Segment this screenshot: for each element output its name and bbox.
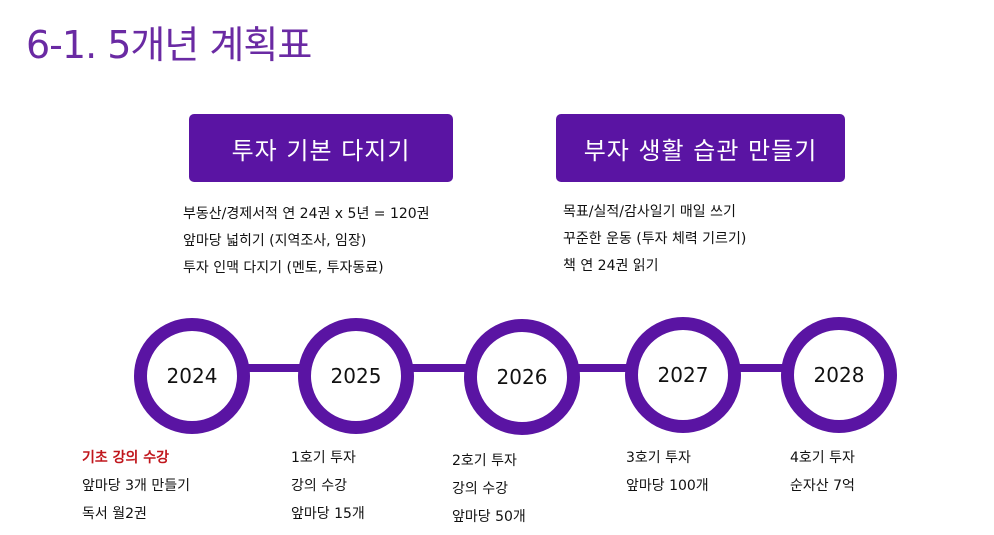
goal-list-rich-habits: 목표/실적/감사일기 매일 쓰기 꾸준한 운동 (투자 체력 기르기) 책 연 … xyxy=(563,199,746,280)
year-note: 강의 수강 xyxy=(452,481,508,497)
year-notes-2026: 2호기 투자 강의 수강 앞마당 50개 xyxy=(452,447,526,531)
goal-item: 책 연 24권 읽기 xyxy=(563,258,659,274)
goal-item: 꾸준한 운동 (투자 체력 기르기) xyxy=(563,231,747,247)
year-note: 4호기 투자 xyxy=(790,450,855,466)
goal-box-rich-habits: 부자 생활 습관 만들기 xyxy=(556,114,845,182)
year-label: 2028 xyxy=(813,363,865,387)
goal-item: 목표/실적/감사일기 매일 쓰기 xyxy=(563,204,736,220)
year-note: 강의 수강 xyxy=(291,478,347,494)
year-note: 1호기 투자 xyxy=(291,450,356,466)
year-note: 앞마당 50개 xyxy=(452,509,526,525)
year-note: 2호기 투자 xyxy=(452,453,517,469)
year-note: 앞마당 3개 만들기 xyxy=(82,478,190,494)
year-label: 2025 xyxy=(330,364,382,388)
year-note: 독서 월2권 xyxy=(82,506,147,522)
year-circle-2025: 2025 xyxy=(298,318,414,434)
page-title: 6-1. 5개년 계획표 xyxy=(26,23,312,67)
goal-item: 앞마당 넓히기 (지역조사, 임장) xyxy=(183,233,367,249)
year-note-highlight: 기초 강의 수강 xyxy=(82,450,170,466)
year-notes-2025: 1호기 투자 강의 수강 앞마당 15개 xyxy=(291,444,365,528)
year-circle-2026: 2026 xyxy=(464,319,580,435)
goal-box-invest-basics: 투자 기본 다지기 xyxy=(189,114,453,182)
year-note: 앞마당 15개 xyxy=(291,506,365,522)
year-circle-2024: 2024 xyxy=(134,318,250,434)
year-circle-2028: 2028 xyxy=(781,317,897,433)
year-label: 2027 xyxy=(657,363,709,387)
year-notes-2027: 3호기 투자 앞마당 100개 xyxy=(626,444,709,500)
year-notes-2024: 기초 강의 수강 앞마당 3개 만들기 독서 월2권 xyxy=(82,444,190,528)
year-note: 앞마당 100개 xyxy=(626,478,709,494)
year-label: 2026 xyxy=(496,365,548,389)
year-note: 순자산 7억 xyxy=(790,478,855,494)
goal-item: 부동산/경제서적 연 24권 x 5년 = 120권 xyxy=(183,206,430,222)
year-circle-2027: 2027 xyxy=(625,317,741,433)
goal-item: 투자 인맥 다지기 (멘토, 투자동료) xyxy=(183,260,384,276)
year-label: 2024 xyxy=(166,364,218,388)
year-notes-2028: 4호기 투자 순자산 7억 xyxy=(790,444,855,500)
year-note: 3호기 투자 xyxy=(626,450,691,466)
goal-list-invest-basics: 부동산/경제서적 연 24권 x 5년 = 120권 앞마당 넓히기 (지역조사… xyxy=(183,201,430,282)
